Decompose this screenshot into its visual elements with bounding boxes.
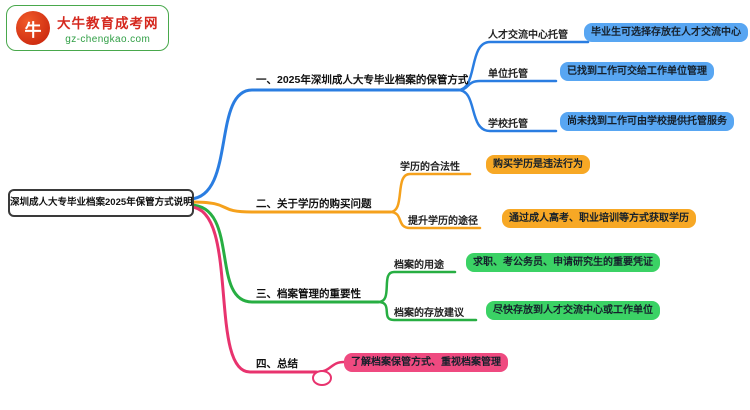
branch-3-child-2-label: 档案的存放建议	[394, 308, 464, 319]
branch-3-line	[188, 203, 380, 304]
site-logo: 牛 大牛教育成考网 gz-chengkao.com	[6, 5, 169, 51]
branch-3-child-1-line	[376, 270, 457, 304]
branch-3-child-1-detail: 求职、考公务员、申请研究生的重要凭证	[466, 253, 660, 272]
branch-1-label: 一、2025年深圳成人大专毕业档案的保管方式	[256, 74, 469, 86]
branch-1-child-2-detail: 已找到工作可交给工作单位管理	[560, 62, 714, 81]
bull-logo-icon: 牛	[16, 11, 50, 45]
branch-1-child-1-label: 人才交流中心托管	[488, 30, 568, 41]
root-node: 深圳成人大专毕业档案2025年保管方式说明	[8, 189, 194, 217]
bull-logo-glyph: 牛	[24, 20, 42, 40]
branch-2-line	[188, 200, 392, 214]
branch-2-child-2-label: 提升学历的途径	[408, 216, 478, 227]
branch-3-label: 三、档案管理的重要性	[256, 288, 361, 300]
branch-4-detail: 了解档案保管方式、重视档案管理	[344, 353, 508, 372]
branch-1-line	[188, 88, 460, 201]
branch-4-label: 四、总结	[256, 358, 298, 370]
branch-2-label: 二、关于学历的购买问题	[256, 198, 372, 210]
branch-1-child-1-detail: 毕业生可选择存放在人才交流中心	[584, 23, 748, 42]
branch-1-child-3-line	[456, 88, 558, 133]
branch-2-child-1-line	[388, 172, 472, 214]
branch-3-child-2-line	[376, 300, 478, 322]
branch-2-child-1-detail: 购买学历是违法行为	[486, 155, 590, 174]
branch-3-child-2-detail: 尽快存放到人才交流中心或工作单位	[486, 301, 660, 320]
branch-2-child-2-detail: 通过成人高考、职业培训等方式获取学历	[502, 209, 696, 228]
branch-2-child-2-line	[388, 210, 482, 230]
branch-1-child-3-label: 学校托管	[488, 119, 528, 130]
site-logo-text: 大牛教育成考网 gz-chengkao.com	[57, 12, 159, 45]
branch-3-child-1-label: 档案的用途	[394, 260, 444, 271]
branch-1-child-2-line	[456, 79, 558, 92]
branch-1-child-3-detail: 尚未找到工作可由学校提供托管服务	[560, 112, 734, 131]
branch-1-child-2-label: 单位托管	[488, 69, 528, 80]
site-url: gz-chengkao.com	[65, 33, 151, 45]
branch-4-line	[188, 205, 318, 374]
branch-2-child-1-label: 学历的合法性	[400, 162, 460, 173]
terminal-ellipse	[312, 370, 332, 386]
site-name: 大牛教育成考网	[57, 15, 159, 31]
